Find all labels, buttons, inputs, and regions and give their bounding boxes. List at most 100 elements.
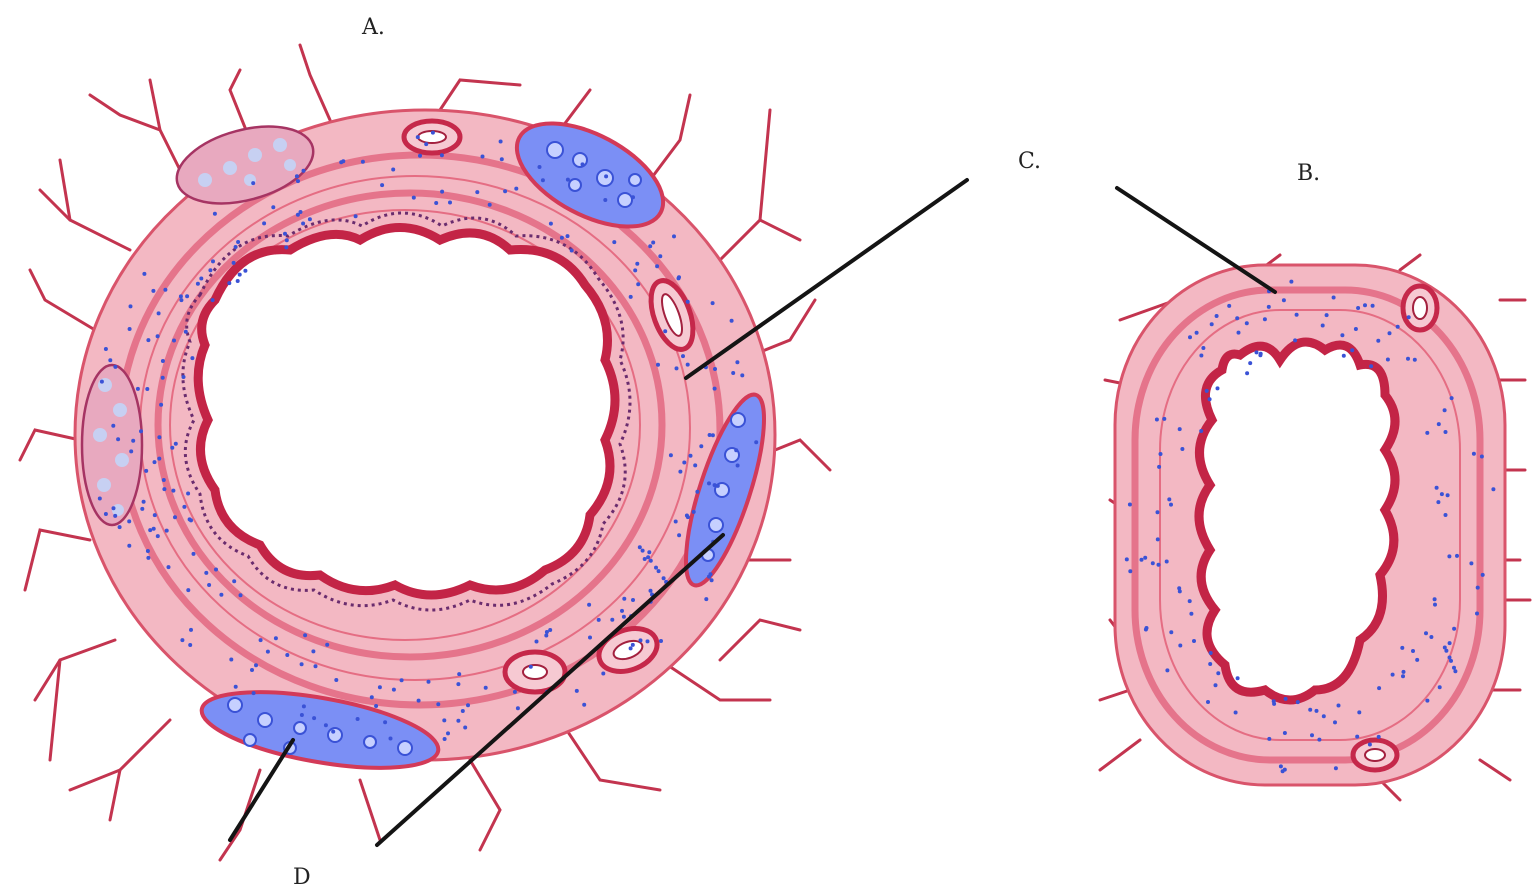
cell-nucleus-dot: [146, 338, 150, 342]
cell-nucleus-dot: [566, 234, 570, 238]
cell-nucleus-dot: [1368, 743, 1372, 747]
cell-nucleus-dot: [1237, 331, 1241, 335]
cell-nucleus-dot: [1400, 646, 1404, 650]
cell-nucleus-dot: [488, 203, 492, 207]
cell-nucleus-dot: [238, 273, 242, 277]
cell-nucleus-dot: [308, 217, 312, 221]
cell-nucleus-dot: [1357, 710, 1361, 714]
cell-nucleus-dot: [1310, 733, 1314, 737]
cell-nucleus-dot: [675, 366, 679, 370]
cell-nucleus-dot: [1296, 700, 1300, 704]
cell-nucleus-dot: [1369, 364, 1373, 368]
cell-nucleus-dot: [113, 365, 117, 369]
cell-nucleus-dot: [1443, 408, 1447, 412]
cell-nucleus-dot: [179, 294, 183, 298]
cell-nucleus-dot: [514, 187, 518, 191]
cell-nucleus-dot: [1234, 711, 1238, 715]
cell-nucleus-dot: [1267, 737, 1271, 741]
cell-nucleus-dot: [711, 301, 715, 305]
cell-nucleus-dot: [1444, 649, 1448, 653]
cell-nucleus-dot: [418, 154, 422, 158]
cell-nucleus-dot: [1411, 649, 1415, 653]
cell-nucleus-dot: [145, 387, 149, 391]
cell-nucleus-dot: [1407, 315, 1411, 319]
cell-nucleus-dot: [1192, 639, 1196, 643]
cell-nucleus-dot: [1446, 493, 1450, 497]
cell-nucleus-dot: [456, 682, 460, 686]
cell-nucleus-dot: [440, 190, 444, 194]
cell-nucleus-dot: [424, 142, 428, 146]
cell-nucleus-dot: [266, 650, 270, 654]
cell-nucleus-dot: [104, 512, 108, 516]
cell-nucleus-dot: [214, 568, 218, 572]
cell-nucleus-dot: [646, 639, 650, 643]
cell-nucleus-dot: [1476, 586, 1480, 590]
cell-nucleus-dot: [710, 578, 714, 582]
cell-nucleus-dot: [1444, 430, 1448, 434]
cell-nucleus-dot: [118, 525, 122, 529]
cell-nucleus-dot: [112, 506, 116, 510]
cell-nucleus-dot: [213, 212, 217, 216]
cell-nucleus-dot: [1317, 738, 1321, 742]
section-a-cross-section: [20, 45, 830, 860]
section-b-cross-section: [1100, 255, 1530, 800]
cell-nucleus-dot: [566, 178, 570, 182]
cell-nucleus-dot: [1340, 333, 1344, 337]
cell-nucleus-dot: [545, 630, 549, 634]
cell-nucleus-dot: [544, 634, 548, 638]
cell-nucleus-dot: [174, 442, 178, 446]
cell-nucleus-dot: [1334, 766, 1338, 770]
cell-nucleus-dot: [1279, 764, 1283, 768]
cell-nucleus-dot: [740, 373, 744, 377]
cell-nucleus-dot: [1491, 487, 1495, 491]
cell-nucleus-dot: [259, 638, 263, 642]
cell-nucleus-dot: [157, 311, 161, 315]
cell-nucleus-dot: [461, 709, 465, 713]
cell-nucleus-dot: [234, 685, 238, 689]
cell-nucleus-dot: [412, 196, 416, 200]
cell-nucleus-dot: [1169, 630, 1173, 634]
cell-nucleus-dot: [674, 520, 678, 524]
cell-nucleus-dot: [475, 190, 479, 194]
cell-nucleus-dot: [232, 261, 236, 265]
cell-nucleus-dot: [448, 201, 452, 205]
cell-nucleus-dot: [1165, 560, 1169, 564]
cell-nucleus-dot: [100, 380, 104, 384]
cell-nucleus-dot: [466, 703, 470, 707]
cell-nucleus-dot: [754, 440, 758, 444]
cell-nucleus-dot: [1169, 503, 1173, 507]
cell-nucleus-dot: [693, 463, 697, 467]
label-d: D: [293, 865, 311, 890]
cell-nucleus-dot: [232, 579, 236, 583]
cell-nucleus-dot: [1199, 429, 1203, 433]
cell-nucleus-dot: [1216, 671, 1220, 675]
cell-nucleus-dot: [1210, 322, 1214, 326]
cell-nucleus-dot: [207, 583, 211, 587]
cell-nucleus-dot: [104, 347, 108, 351]
cell-nucleus-dot: [311, 649, 315, 653]
cell-nucleus-dot: [1377, 686, 1381, 690]
cell-nucleus-dot: [179, 298, 183, 302]
label-a: A.: [361, 15, 385, 40]
cell-nucleus-dot: [1433, 597, 1437, 601]
cell-nucleus-dot: [1235, 316, 1239, 320]
cell-nucleus-dot: [1208, 662, 1212, 666]
cell-nucleus-dot: [643, 557, 647, 561]
cell-nucleus-dot: [1449, 659, 1453, 663]
cell-nucleus-dot: [1438, 685, 1442, 689]
cell-nucleus-dot: [1342, 354, 1346, 358]
cell-nucleus-dot: [186, 492, 190, 496]
cell-nucleus-dot: [161, 359, 165, 363]
cell-nucleus-dot: [1371, 304, 1375, 308]
cell-nucleus-dot: [1272, 702, 1276, 706]
cell-nucleus-dot: [484, 686, 488, 690]
cell-nucleus-dot: [629, 295, 633, 299]
cell-nucleus-dot: [171, 489, 175, 493]
cell-nucleus-dot: [1322, 714, 1326, 718]
cell-nucleus-dot: [1188, 335, 1192, 339]
cell-nucleus-dot: [659, 639, 663, 643]
cell-nucleus-dot: [1436, 500, 1440, 504]
cell-nucleus-dot: [604, 174, 608, 178]
cell-nucleus-dot: [638, 545, 642, 549]
cell-nucleus-dot: [312, 716, 316, 720]
